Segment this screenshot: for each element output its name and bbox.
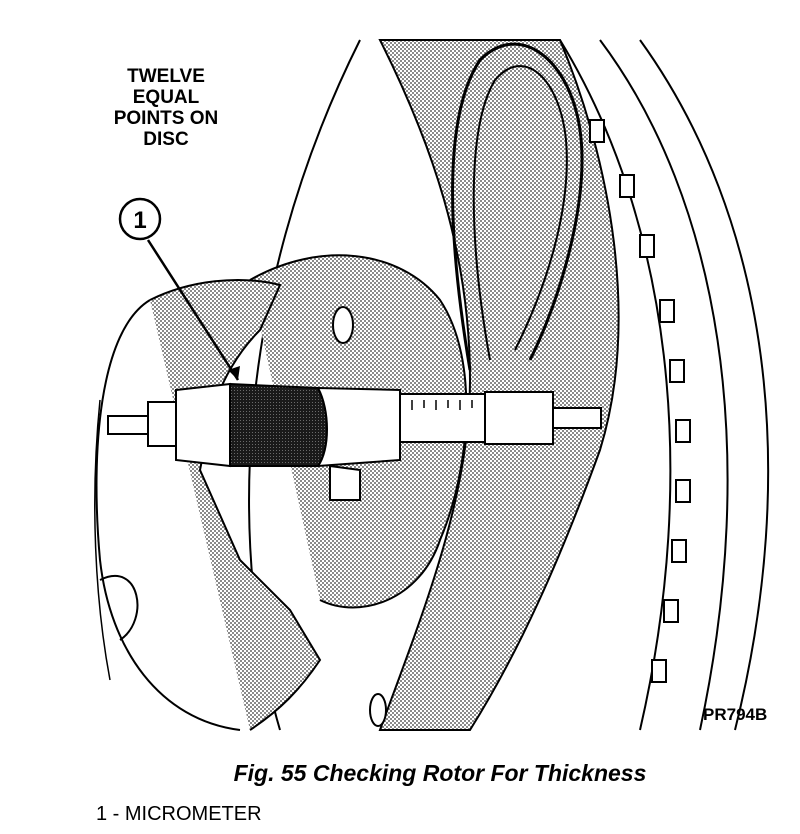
figure-reference-code: PR794B: [703, 705, 768, 724]
figure-caption: Fig. 55 Checking Rotor For Thickness: [233, 760, 647, 786]
callout-1: 1: [118, 197, 240, 381]
rotor-micrometer-illustration: 1: [94, 39, 770, 731]
instruction-note: TWELVE EQUAL POINTS ON DISC: [96, 66, 236, 150]
legend-item: 1 - MICROMETER: [96, 803, 262, 825]
note-line: EQUAL: [132, 87, 200, 108]
note-line: POINTS ON: [113, 108, 219, 129]
micrometer: [107, 382, 602, 501]
callout-number: 1: [133, 207, 146, 234]
rotor-disc: [248, 39, 770, 731]
note-line: TWELVE: [127, 66, 205, 87]
note-line: DISC: [143, 129, 189, 150]
